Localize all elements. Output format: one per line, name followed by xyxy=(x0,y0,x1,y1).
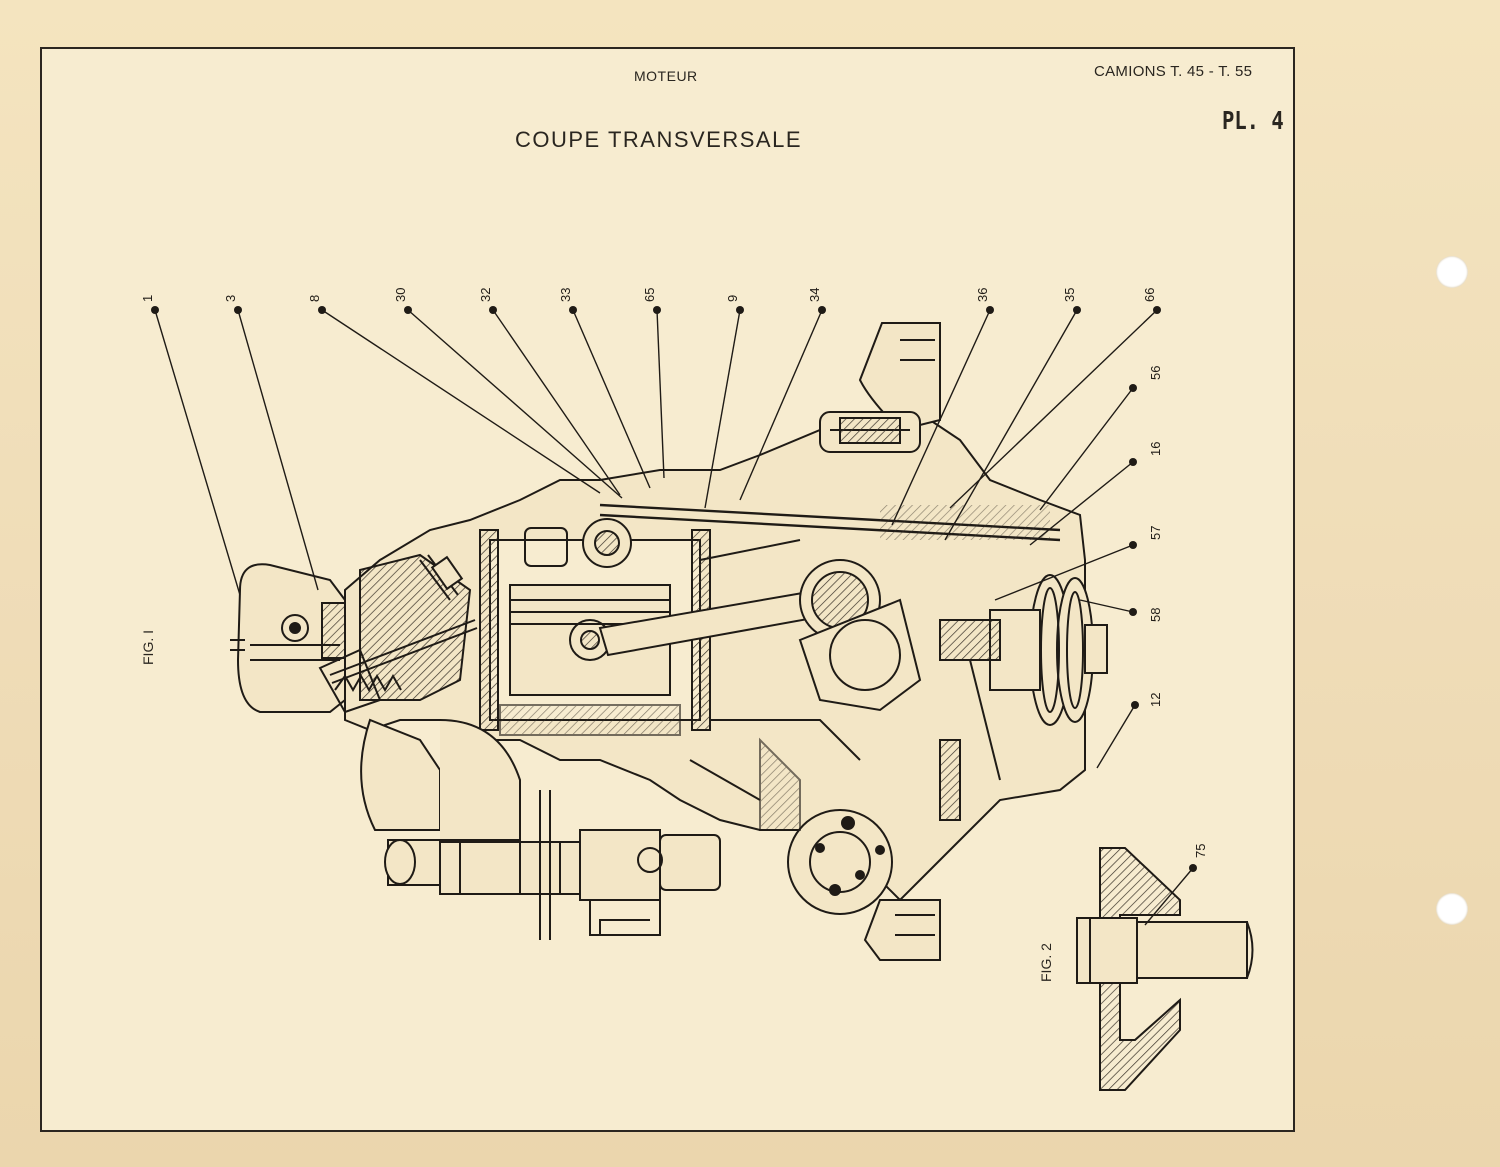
callout-dot-3 xyxy=(234,306,242,314)
callout-dot-58 xyxy=(1129,608,1137,616)
model-heading: CAMIONS T. 45 - T. 55 xyxy=(1094,63,1253,80)
callout-number-57: 57 xyxy=(1148,526,1163,540)
callout-number-66: 66 xyxy=(1142,288,1157,302)
callout-number-32: 32 xyxy=(478,288,493,302)
callout-number-65: 65 xyxy=(642,288,657,302)
callout-numbers: 1 3 8 30 32 33 65 9 34 36 35 66 56 16 57… xyxy=(140,288,1208,858)
callout-dot-30 xyxy=(404,306,412,314)
callout-dot-16 xyxy=(1129,458,1137,466)
callout-dot-36 xyxy=(986,306,994,314)
page-title: COUPE TRANSVERSALE xyxy=(515,127,803,152)
callout-number-58: 58 xyxy=(1148,608,1163,622)
callout-leaders xyxy=(154,309,1194,926)
fig2-detail-drawing xyxy=(1076,847,1254,1091)
section-heading: MOTEUR xyxy=(634,68,698,84)
callout-number-8: 8 xyxy=(307,295,322,302)
callout-dot-12 xyxy=(1131,701,1139,709)
callout-dot-32 xyxy=(489,306,497,314)
callout-number-1: 1 xyxy=(140,295,155,302)
fig1-engine-drawing xyxy=(230,322,1108,961)
callout-dots xyxy=(151,306,1197,872)
callout-number-3: 3 xyxy=(223,295,238,302)
callout-number-75: 75 xyxy=(1193,844,1208,858)
binder-hole-top xyxy=(1436,256,1468,288)
callout-dot-34 xyxy=(818,306,826,314)
callout-number-56: 56 xyxy=(1148,366,1163,380)
callout-number-9: 9 xyxy=(725,295,740,302)
callout-dot-75 xyxy=(1189,864,1197,872)
callout-dot-57 xyxy=(1129,541,1137,549)
callout-number-34: 34 xyxy=(807,288,822,302)
callout-dot-65 xyxy=(653,306,661,314)
callout-number-30: 30 xyxy=(393,288,408,302)
callout-number-16: 16 xyxy=(1148,442,1163,456)
callout-number-36: 36 xyxy=(975,288,990,302)
callout-dot-8 xyxy=(318,306,326,314)
callout-number-12: 12 xyxy=(1148,693,1163,707)
callout-dot-56 xyxy=(1129,384,1137,392)
binder-hole-bottom xyxy=(1436,893,1468,925)
callout-dot-66 xyxy=(1153,306,1161,314)
callout-dot-33 xyxy=(569,306,577,314)
callout-number-33: 33 xyxy=(558,288,573,302)
callout-dot-35 xyxy=(1073,306,1081,314)
callout-dot-1 xyxy=(151,306,159,314)
callout-number-35: 35 xyxy=(1062,288,1077,302)
plate-number: PL. 4 xyxy=(1222,106,1284,135)
callout-dot-9 xyxy=(736,306,744,314)
